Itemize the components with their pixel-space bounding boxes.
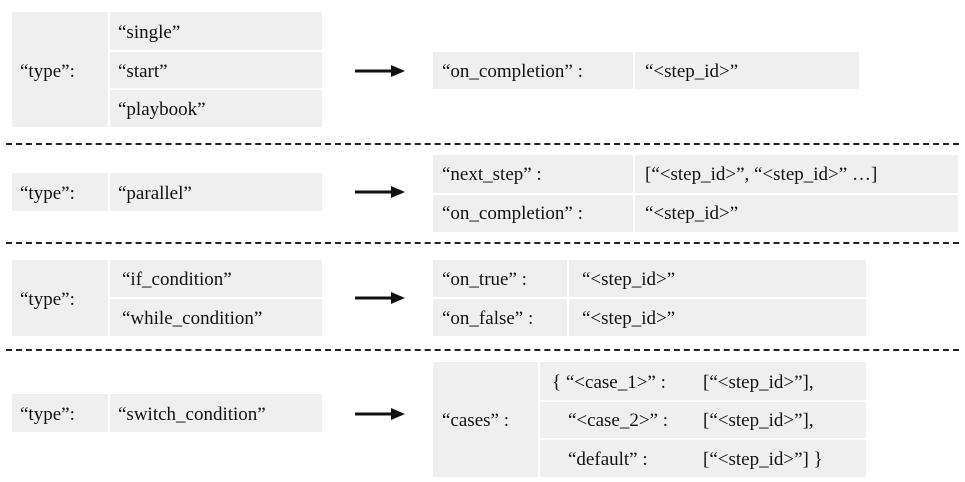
type-value-switch-condition: “switch_condition” bbox=[118, 404, 266, 425]
default-value: [“<step_id>”] } bbox=[703, 449, 823, 470]
type-key-label: “type”: bbox=[20, 289, 75, 310]
case-1-key: { “<case_1>” : bbox=[552, 372, 666, 393]
on-false-key: “on_false” : bbox=[442, 308, 534, 329]
on-completion-key: “on_completion” : bbox=[442, 61, 583, 82]
type-key-label: “type”: bbox=[20, 183, 75, 204]
next-step-value: [“<step_id>”, “<step_id>” …] bbox=[645, 164, 878, 185]
on-true-key: “on_true” : bbox=[442, 269, 527, 290]
on-true-value: “<step_id>” bbox=[582, 269, 676, 290]
case-1-value: [“<step_id>”], bbox=[703, 372, 814, 393]
section-divider bbox=[6, 242, 959, 244]
arrow-right-icon bbox=[355, 186, 405, 198]
on-false-value: “<step_id>” bbox=[582, 308, 676, 329]
section-divider bbox=[6, 143, 959, 145]
type-value-start: “start” bbox=[118, 61, 168, 82]
type-key-box bbox=[12, 12, 322, 127]
next-step-key: “next_step” : bbox=[442, 164, 542, 185]
target-box bbox=[433, 52, 859, 89]
case-2-value: [“<step_id>”], bbox=[703, 410, 814, 431]
type-value-single: “single” bbox=[118, 22, 181, 43]
type-value-if-condition: “if_condition” bbox=[122, 269, 232, 290]
type-key-box bbox=[12, 173, 322, 211]
default-key: “default” : bbox=[568, 449, 648, 470]
on-completion-value: “<step_id>” bbox=[645, 61, 739, 82]
section-divider bbox=[6, 349, 959, 351]
arrow-right-icon bbox=[355, 65, 405, 77]
type-value-while-condition: “while_condition” bbox=[122, 308, 263, 329]
on-completion-key: “on_completion” : bbox=[442, 203, 583, 224]
target-box bbox=[433, 362, 866, 477]
cases-key: “cases” : bbox=[442, 410, 509, 431]
arrow-right-icon bbox=[355, 408, 405, 420]
arrow-right-icon bbox=[355, 292, 405, 304]
type-value-playbook: “playbook” bbox=[118, 99, 206, 120]
type-value-parallel: “parallel” bbox=[118, 183, 192, 204]
type-key-label: “type”: bbox=[20, 61, 75, 82]
type-key-box bbox=[12, 394, 322, 432]
type-key-label: “type”: bbox=[20, 404, 75, 425]
on-completion-value: “<step_id>” bbox=[645, 203, 739, 224]
case-2-key: “<case_2>” : bbox=[568, 410, 669, 431]
